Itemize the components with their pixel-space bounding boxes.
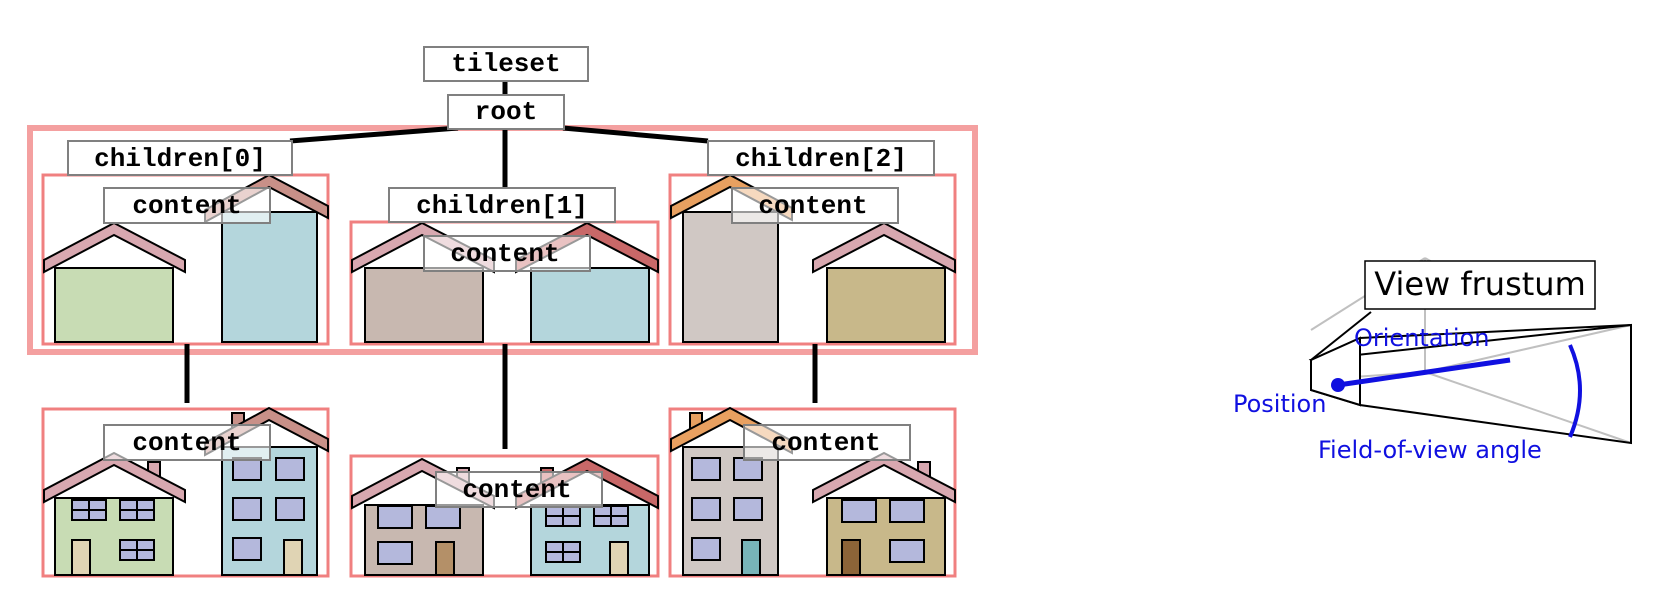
- house-khaki-lod1: [812, 451, 956, 576]
- tileset-label-box: tileset: [423, 46, 589, 82]
- frustum-title-box: View frustum: [1364, 260, 1596, 310]
- position-dot: [1331, 378, 1345, 392]
- svg-text:content: content: [758, 191, 867, 221]
- tree-edges: [184, 80, 818, 449]
- position-label: Position: [1233, 390, 1326, 418]
- svg-text:content: content: [450, 239, 559, 269]
- children2-label: children[2]: [735, 144, 907, 174]
- house-blue-2-lod0: [515, 221, 659, 343]
- tile-tree-diagram: tileset root children[0] children[1] chi…: [27, 46, 978, 578]
- house-gray-lod0: [670, 173, 793, 343]
- orientation-ray: [1337, 357, 1511, 388]
- frustum-near-plane: [1310, 336, 1361, 407]
- content-label-g1: content: [435, 471, 603, 508]
- content-label-g0: content: [103, 424, 271, 461]
- children1-label: children[1]: [416, 191, 588, 221]
- children2-label-box: children[2]: [707, 140, 935, 176]
- content-label-c0: content: [103, 187, 271, 224]
- house-blue-lod1: [204, 406, 329, 576]
- house-gray-lod1: [670, 406, 793, 576]
- house-green-lod0: [43, 221, 186, 343]
- house-green-lod1: [43, 451, 186, 576]
- svg-text:content: content: [771, 428, 880, 458]
- house-taupe-lod1: [351, 457, 495, 576]
- house-taupe-lod0: [351, 221, 495, 343]
- frustum-title: View frustum: [1374, 265, 1585, 303]
- content-label-c1: content: [423, 235, 591, 272]
- svg-text:content: content: [132, 428, 241, 458]
- children0-label-box: children[0]: [67, 140, 293, 176]
- children0-label: children[0]: [94, 144, 266, 174]
- content-label-g2: content: [743, 424, 911, 461]
- grandchild1-bounding-volume: [349, 454, 660, 578]
- house-khaki-lod0: [812, 221, 956, 343]
- svg-text:content: content: [132, 191, 241, 221]
- content-label-c2: content: [731, 187, 899, 224]
- root-label: root: [475, 97, 537, 127]
- svg-text:content: content: [462, 475, 571, 505]
- fov-arc: [1568, 344, 1582, 438]
- children1-label-box: children[1]: [388, 187, 616, 223]
- tileset-label: tileset: [451, 49, 560, 79]
- orientation-label: Orientation: [1354, 324, 1490, 352]
- view-frustum-diagram: View frustum Orientation Position Field-…: [1233, 257, 1632, 464]
- fov-label: Field-of-view angle: [1318, 436, 1542, 464]
- root-label-box: root: [447, 94, 565, 130]
